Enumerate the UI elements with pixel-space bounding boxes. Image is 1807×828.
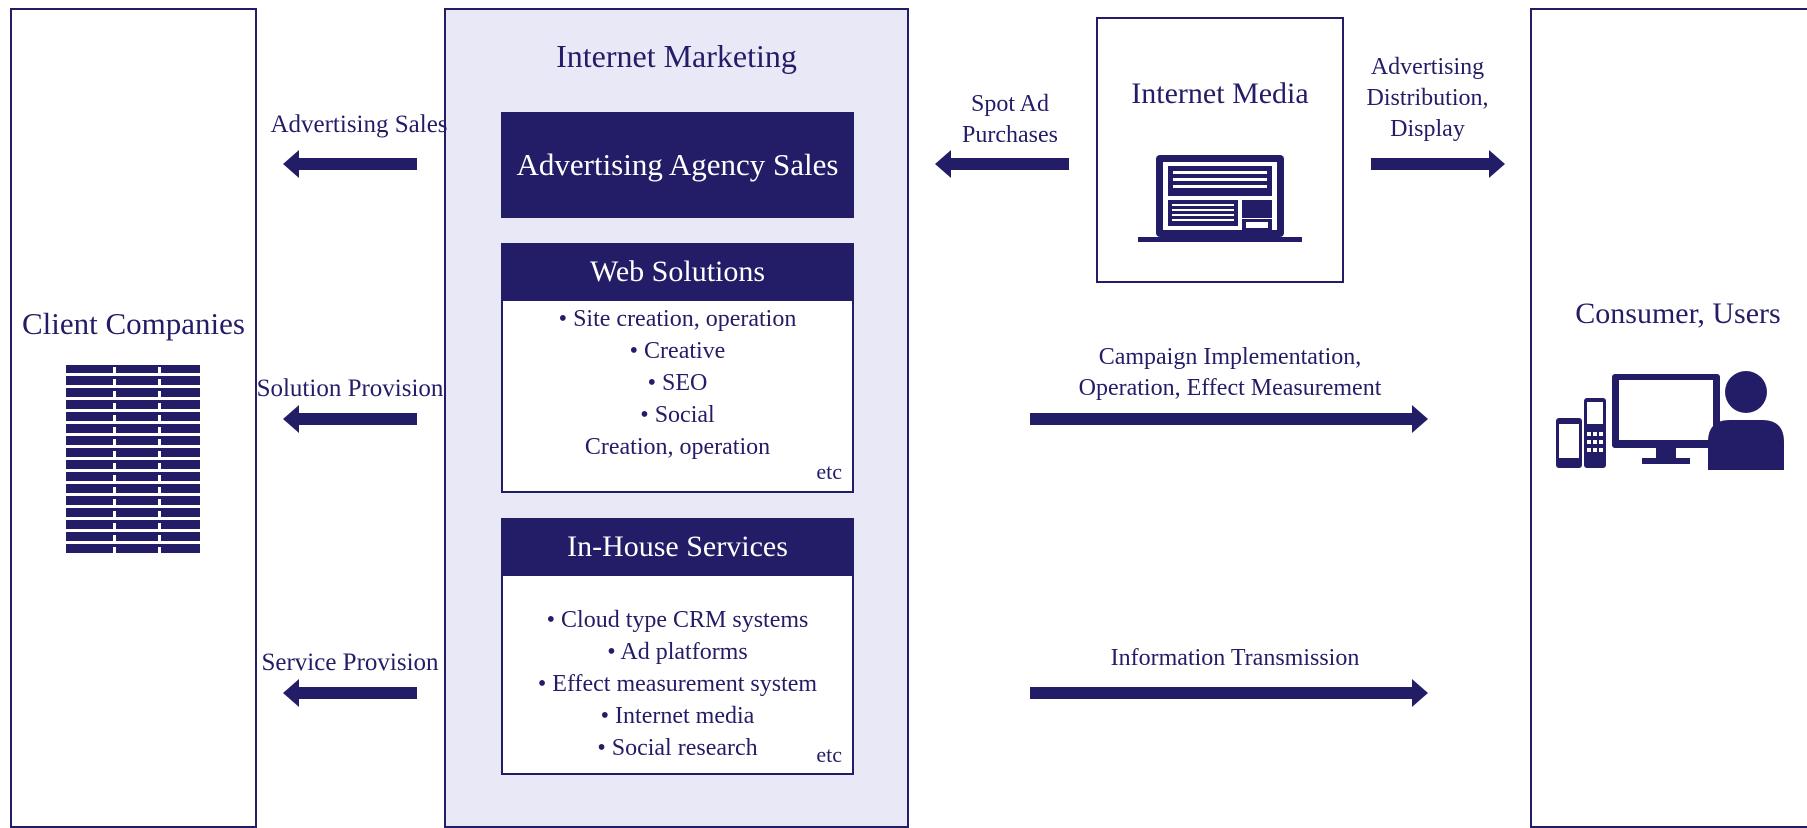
solution-provision-label: Solution Provision bbox=[256, 375, 444, 402]
web-solutions-title: Web Solutions bbox=[501, 243, 854, 301]
list-item: • Creative bbox=[629, 338, 726, 364]
consumer-users-title: Consumer, Users bbox=[1575, 297, 1781, 330]
campaign-arrow bbox=[1030, 405, 1428, 433]
distribution-line-3: Display bbox=[1390, 116, 1465, 142]
list-item: • Cloud type CRM systems bbox=[546, 607, 809, 633]
campaign-label: Campaign Implementation, Operation, Effe… bbox=[1040, 342, 1420, 404]
information-transmission-label: Information Transmission bbox=[1110, 645, 1360, 671]
list-item: • Ad platforms bbox=[607, 639, 748, 665]
internet-media-box: Internet Media bbox=[1096, 17, 1344, 283]
list-item: Creation, operation bbox=[584, 434, 771, 460]
client-companies-panel: Client Companies bbox=[10, 8, 257, 828]
in-house-services-list: • Cloud type CRM systems • Ad platforms … bbox=[503, 604, 852, 764]
advertising-agency-sales-box: Advertising Agency Sales bbox=[501, 112, 854, 218]
web-solutions-box: Web Solutions • Site creation, operation… bbox=[501, 243, 854, 493]
solution-provision-arrow bbox=[283, 405, 417, 433]
client-companies-title: Client Companies bbox=[21, 306, 245, 341]
consumer-users-panel: Consumer, Users bbox=[1530, 8, 1807, 828]
internet-marketing-title: Internet Marketing bbox=[556, 38, 797, 74]
office-building-icon bbox=[66, 365, 200, 553]
web-solutions-etc: etc bbox=[816, 459, 842, 484]
advertising-distribution-label: Advertising Distribution, Display bbox=[1350, 52, 1505, 145]
in-house-services-box: In-House Services • Cloud type CRM syste… bbox=[501, 518, 854, 775]
spot-ad-purchases-arrow bbox=[935, 150, 1069, 178]
internet-marketing-panel: Internet Marketing Advertising Agency Sa… bbox=[444, 8, 909, 828]
distribution-line-1: Advertising bbox=[1370, 54, 1485, 80]
information-transmission-arrow bbox=[1030, 679, 1428, 707]
distribution-line-2: Distribution, bbox=[1366, 85, 1489, 111]
list-item: • Effect measurement system bbox=[537, 671, 818, 697]
service-provision-arrow bbox=[283, 679, 417, 707]
devices-and-user-icon bbox=[1556, 371, 1784, 470]
spot-ad-purchases-label: Spot Ad Purchases bbox=[940, 89, 1080, 151]
list-item: • Social research bbox=[597, 735, 758, 761]
spot-ad-line-2: Purchases bbox=[962, 122, 1058, 148]
list-item: • Site creation, operation bbox=[558, 306, 797, 332]
web-solutions-list: • Site creation, operation • Creative • … bbox=[503, 303, 852, 463]
list-item: • Social bbox=[640, 402, 715, 428]
advertising-sales-arrow bbox=[283, 150, 417, 178]
campaign-line-2: Operation, Effect Measurement bbox=[1078, 375, 1382, 401]
in-house-services-etc: etc bbox=[816, 742, 842, 767]
service-provision-label: Service Provision bbox=[261, 649, 439, 676]
list-item: • SEO bbox=[647, 370, 708, 396]
laptop-webpage-icon bbox=[1138, 155, 1302, 242]
advertising-sales-label: Advertising Sales bbox=[270, 111, 448, 138]
in-house-services-title: In-House Services bbox=[501, 518, 854, 576]
list-item: • Internet media bbox=[600, 703, 755, 729]
spot-ad-line-1: Spot Ad bbox=[970, 91, 1050, 117]
advertising-agency-sales-title: Advertising Agency Sales bbox=[516, 147, 839, 182]
advertising-distribution-arrow bbox=[1371, 150, 1505, 178]
internet-media-title: Internet Media bbox=[1131, 77, 1309, 110]
campaign-line-1: Campaign Implementation, bbox=[1098, 344, 1362, 370]
